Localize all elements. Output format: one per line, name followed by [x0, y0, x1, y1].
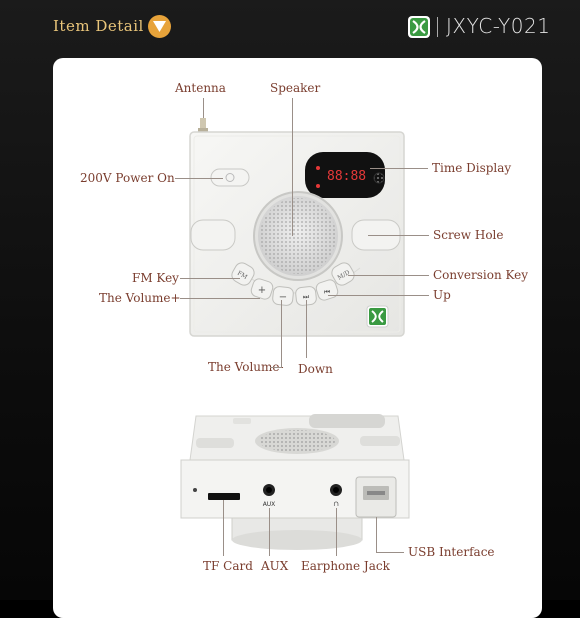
volume-minus-label: −: [279, 292, 287, 303]
leader-usb-v: [376, 517, 377, 553]
leader-antenna: [203, 98, 204, 118]
power-switch[interactable]: [210, 168, 250, 187]
label-antenna: Antenna: [175, 81, 226, 95]
label-screw-hole: Screw Hole: [433, 228, 504, 242]
label-down: Down: [298, 362, 333, 376]
label-conversion-key: Conversion Key: [433, 268, 529, 282]
device-logo-icon: [366, 305, 389, 328]
leader-conversion-key: [348, 275, 429, 276]
model-number: JXYC-Y021: [446, 14, 551, 38]
leader-power: [175, 178, 223, 179]
display-digits: 88:88: [327, 169, 366, 184]
volume-plus-key[interactable]: +: [250, 277, 275, 300]
label-earphone-jack: Earphone Jack: [301, 559, 390, 573]
label-time-display: Time Display: [432, 161, 512, 175]
speaker-grille: [253, 191, 343, 281]
up-key-label: ⏮: [324, 288, 330, 296]
leader-time-display: [370, 168, 428, 169]
aux-port-mark: AUX: [263, 501, 276, 508]
label-speaker: Speaker: [270, 81, 321, 95]
label-usb-interface: USB Interface: [408, 545, 495, 559]
fm-key-label: FM: [236, 270, 248, 281]
leader-volume-minus-h: [270, 367, 282, 368]
leader-aux: [269, 508, 270, 556]
label-aux: AUX: [261, 559, 289, 573]
label-up: Up: [433, 288, 451, 302]
control-buttons: FM + − ⏭ ⏮ M/D: [229, 260, 361, 306]
down-key-label: ⏭: [303, 293, 310, 301]
leader-volume-plus: [180, 298, 260, 299]
leader-fm-key: [180, 278, 240, 279]
label-volume-minus: The Volume-: [208, 360, 284, 374]
earphone-port-mark: ∩: [333, 500, 339, 508]
leader-speaker: [292, 98, 293, 236]
chevron-down-icon: [148, 15, 171, 38]
header-separator: [437, 17, 438, 37]
leader-screw-hole: [368, 235, 429, 236]
leader-down: [306, 300, 307, 358]
label-volume-plus: The Volume+: [99, 291, 181, 305]
conversion-key[interactable]: M/D: [329, 260, 356, 287]
leader-up: [328, 295, 429, 296]
antenna-part: [198, 118, 208, 134]
leader-tf-card: [223, 500, 224, 556]
volume-minus-key[interactable]: −: [272, 286, 294, 306]
leader-usb-h: [376, 552, 404, 553]
brand-logo-icon: [408, 16, 430, 38]
volume-plus-label: +: [258, 285, 266, 296]
tf-card-slot: [208, 493, 240, 500]
time-display: 88:88: [305, 152, 385, 198]
label-power: 200V Power On: [80, 171, 175, 185]
fm-key[interactable]: FM: [229, 260, 256, 287]
leader-earphone: [336, 508, 337, 556]
device-top-illustration: 88:88 FM + − ⏭ ⏮: [180, 118, 410, 550]
screw-hole-left: [190, 219, 236, 251]
leader-volume-minus-v: [281, 300, 282, 368]
header: Item Detail JXYC-Y021: [0, 0, 580, 56]
label-tf-card: TF Card: [203, 559, 253, 573]
device-bottom-illustration: AUX ∩: [180, 414, 410, 550]
section-title: Item Detail: [53, 17, 144, 35]
label-fm-key: FM Key: [132, 271, 179, 285]
